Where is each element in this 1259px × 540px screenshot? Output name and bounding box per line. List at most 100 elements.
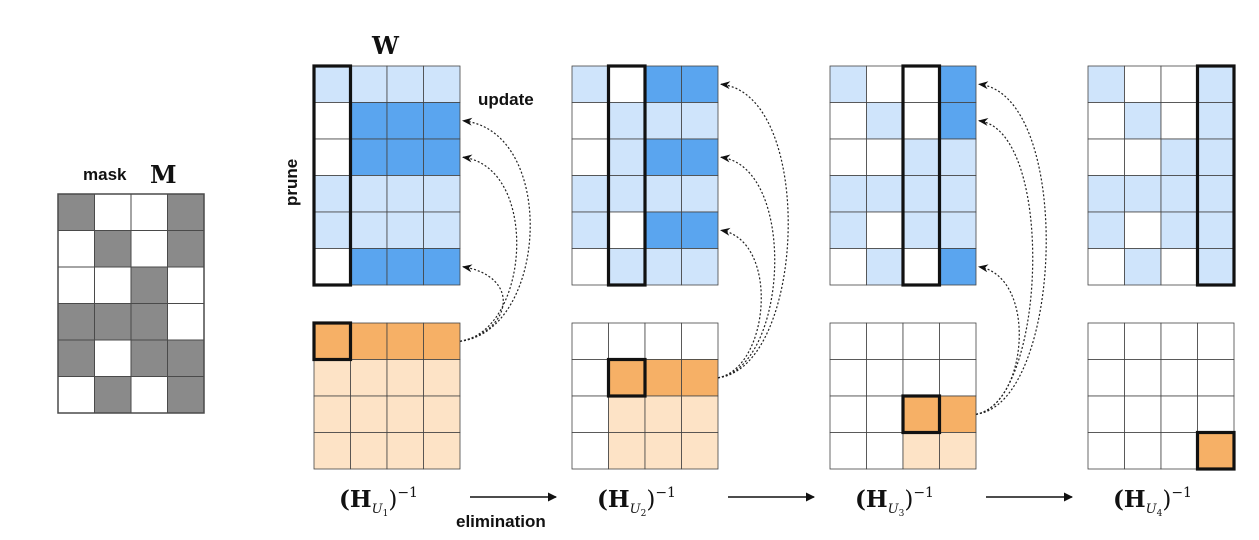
- hessian-inverse-label: (HU4)−1: [1113, 485, 1192, 519]
- hessian-cell: [386, 322, 424, 360]
- weight-cell: [866, 248, 904, 286]
- hessian-cell: [1124, 359, 1162, 397]
- prune-label: prune: [282, 159, 301, 206]
- pivot-box: [901, 394, 942, 435]
- hessian-cell: [1087, 359, 1125, 397]
- hessian-cell: [902, 322, 940, 360]
- mask-cell: [167, 376, 205, 414]
- hessian-cell: [350, 432, 388, 470]
- weight-cell: [350, 102, 388, 140]
- pruned-column-box: [606, 64, 647, 287]
- hessian-cell: [608, 322, 646, 360]
- hessian-cell: [829, 432, 867, 470]
- hessian-cell: [644, 359, 682, 397]
- update-arrow: [717, 154, 776, 379]
- weight-cell: [681, 248, 719, 286]
- hessian-cell: [866, 395, 904, 433]
- weight-cell: [939, 248, 977, 286]
- hessian-cell: [386, 395, 424, 433]
- mask-cell: [130, 193, 168, 231]
- hessian-cell: [829, 359, 867, 397]
- hessian-cell: [939, 322, 977, 360]
- hessian-cell: [423, 359, 461, 397]
- hessian-matrix-3: [829, 322, 977, 470]
- weight-cell: [313, 102, 351, 140]
- weight-cell: [939, 138, 977, 176]
- weight-cell: [1197, 138, 1235, 176]
- weight-cell: [681, 102, 719, 140]
- weight-cell: [350, 138, 388, 176]
- mask-cell: [130, 303, 168, 341]
- weight-cell: [1124, 248, 1162, 286]
- update-arrow: [975, 81, 1047, 415]
- weight-cell: [866, 211, 904, 249]
- mask-cell: [130, 266, 168, 304]
- elimination-label: elimination: [456, 512, 546, 531]
- weight-cell: [829, 248, 867, 286]
- pivot-box: [312, 321, 353, 362]
- weight-cell: [1124, 175, 1162, 213]
- mask-cell: [94, 193, 132, 231]
- mask-cell: [130, 376, 168, 414]
- weight-cell: [1087, 248, 1125, 286]
- hessian-cell: [313, 359, 351, 397]
- weight-cell: [608, 211, 646, 249]
- mask-cell: [57, 266, 95, 304]
- mask-cell: [94, 339, 132, 377]
- weight-cell: [902, 138, 940, 176]
- update-arrow: [975, 264, 1020, 415]
- weight-cell: [644, 248, 682, 286]
- weight-cell: [350, 211, 388, 249]
- hessian-cell: [608, 359, 646, 397]
- update-arrow: [717, 227, 762, 379]
- weight-cell: [902, 211, 940, 249]
- weight-cell: [571, 65, 609, 103]
- weight-cell: [350, 175, 388, 213]
- hessian-cell: [1087, 432, 1125, 470]
- mask-label: mask: [83, 165, 127, 184]
- hessian-cell: [829, 395, 867, 433]
- mask-cell: [57, 193, 95, 231]
- weight-cell: [1124, 138, 1162, 176]
- weight-cell: [386, 175, 424, 213]
- weight-cell: [571, 175, 609, 213]
- hessian-cell: [902, 395, 940, 433]
- mask-cell: [57, 303, 95, 341]
- hessian-cell: [681, 395, 719, 433]
- hessian-cell: [1160, 359, 1198, 397]
- weight-cell: [423, 102, 461, 140]
- weight-cell: [866, 65, 904, 103]
- mask-cell: [130, 230, 168, 268]
- hessian-cell: [1160, 322, 1198, 360]
- weight-cell: [829, 102, 867, 140]
- pruned-column-box: [901, 64, 942, 287]
- weight-cell: [386, 102, 424, 140]
- hessian-cell: [571, 322, 609, 360]
- hessian-cell: [1197, 322, 1235, 360]
- weight-cell: [1087, 211, 1125, 249]
- update-arrow: [717, 81, 789, 379]
- hessian-cell: [313, 322, 351, 360]
- weight-cell: [423, 138, 461, 176]
- hessian-cell: [386, 432, 424, 470]
- weight-matrix-3: [829, 64, 977, 287]
- hessian-cell: [1160, 395, 1198, 433]
- hessian-cell: [1160, 432, 1198, 470]
- mask-cell: [130, 339, 168, 377]
- weight-cell: [571, 248, 609, 286]
- update-arrow: [459, 154, 518, 342]
- weight-cell: [1124, 102, 1162, 140]
- weight-cell: [1087, 102, 1125, 140]
- weight-cell: [1160, 175, 1198, 213]
- weight-cell: [313, 65, 351, 103]
- weight-cell: [681, 175, 719, 213]
- weight-cell: [608, 65, 646, 103]
- weight-cell: [423, 248, 461, 286]
- hessian-cell: [866, 432, 904, 470]
- hessian-cell: [681, 322, 719, 360]
- hessian-cell: [866, 359, 904, 397]
- hessian-cell: [644, 322, 682, 360]
- hessian-cell: [571, 395, 609, 433]
- weight-cell: [423, 175, 461, 213]
